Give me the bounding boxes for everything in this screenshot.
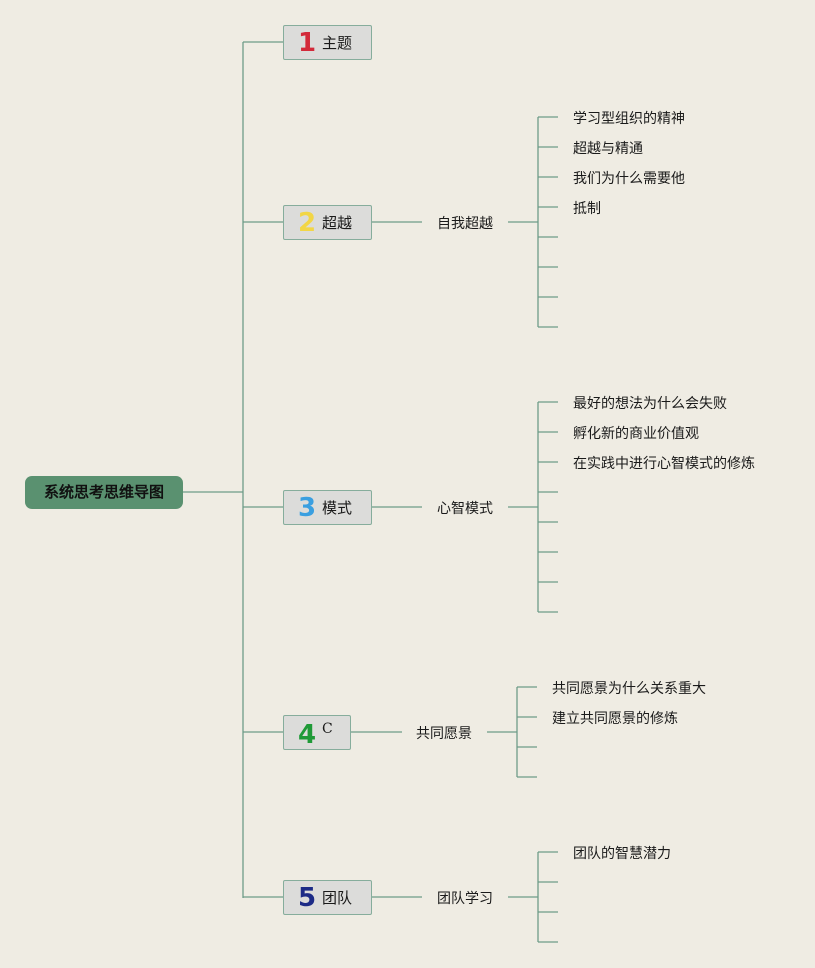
topic-3[interactable]: 3 模式: [283, 490, 372, 525]
subtopic-shared-vision[interactable]: 共同愿景: [416, 726, 472, 742]
topic-4[interactable]: 4 C: [283, 715, 351, 750]
topic-5[interactable]: 5 团队: [283, 880, 372, 915]
leaf-t2-4[interactable]: 抵制: [573, 201, 601, 217]
topic-5-label: 团队: [322, 889, 353, 907]
subtopic-mental-models[interactable]: 心智模式: [437, 501, 493, 517]
topic-2[interactable]: 2 超越: [283, 205, 372, 240]
number-5-icon: 5: [298, 882, 317, 913]
topic-3-label: 模式: [322, 499, 353, 517]
leaf-t3-3[interactable]: 在实践中进行心智模式的修炼: [573, 456, 755, 472]
number-4-icon: 4: [298, 720, 317, 750]
number-1-icon: 1: [298, 27, 317, 58]
leaf-t3-1[interactable]: 最好的想法为什么会失败: [573, 396, 727, 412]
leaf-t4-2[interactable]: 建立共同愿景的修炼: [552, 711, 678, 727]
leaf-t2-2[interactable]: 超越与精通: [573, 141, 643, 157]
topic-4-label: C: [322, 721, 333, 737]
topic-1-label: 主题: [322, 34, 353, 52]
leaf-t5-1[interactable]: 团队的智慧潜力: [573, 846, 671, 862]
leaf-t2-1[interactable]: 学习型组织的精神: [573, 111, 685, 127]
leaf-t4-1[interactable]: 共同愿景为什么关系重大: [552, 681, 706, 697]
subtopic-self-mastery[interactable]: 自我超越: [437, 216, 493, 232]
number-2-icon: 2: [298, 207, 317, 238]
leaf-t2-3[interactable]: 我们为什么需要他: [573, 171, 685, 187]
topic-1[interactable]: 1 主题: [283, 25, 372, 60]
subtopic-team-learning[interactable]: 团队学习: [437, 891, 493, 907]
root-topic[interactable]: 系统思考思维导图: [25, 476, 183, 509]
number-3-icon: 3: [298, 492, 317, 523]
topic-2-label: 超越: [322, 214, 353, 232]
leaf-t3-2[interactable]: 孵化新的商业价值观: [573, 426, 699, 442]
